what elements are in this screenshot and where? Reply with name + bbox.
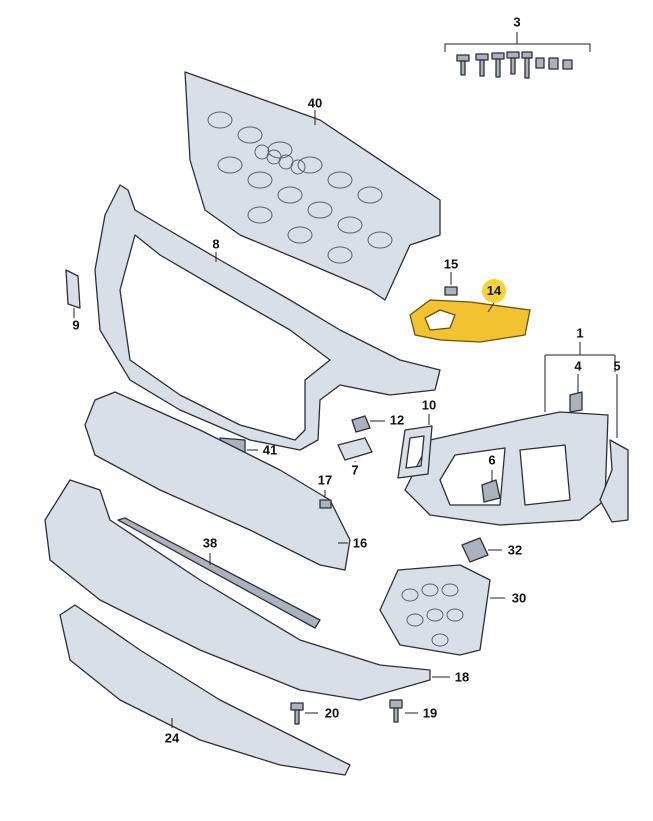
label-part-38: 38: [202, 535, 218, 551]
part-12-clip: [351, 415, 371, 433]
label-part-10: 10: [421, 397, 437, 413]
label-part-18: 18: [454, 669, 470, 685]
label-part-1: 1: [576, 325, 584, 341]
label-part-24: 24: [164, 730, 180, 746]
part-6: [481, 479, 501, 503]
part-30-fog-grille: [379, 564, 491, 656]
part-32-clip: [461, 537, 489, 563]
part-19-screw: [389, 699, 418, 723]
part-8-frame: [94, 184, 441, 451]
part-9: [65, 269, 81, 309]
label-part-16: 16: [352, 535, 368, 551]
part-38-strip: [117, 517, 321, 629]
label-part-14-highlighted: 14: [482, 279, 506, 303]
part-24-lip: [59, 604, 351, 776]
label-part-7: 7: [351, 462, 359, 478]
part-14-bracket: [409, 299, 531, 343]
part-5: [599, 439, 629, 523]
part-7-cover: [337, 437, 373, 461]
label-part-20: 20: [324, 705, 340, 721]
label-part-6: 6: [488, 452, 496, 468]
label-part-32: 32: [507, 542, 523, 558]
label-part-8: 8: [212, 236, 220, 252]
part-15-screw: [444, 272, 458, 296]
label-part-40: 40: [307, 95, 323, 111]
part-18-spoiler: [44, 479, 431, 701]
part-4: [569, 391, 583, 413]
part-20-screw: [290, 702, 318, 725]
part-40-grille: [184, 71, 441, 301]
label-part-5: 5: [613, 358, 621, 374]
part-3-fasteners: [444, 32, 591, 79]
label-part-9: 9: [72, 317, 80, 333]
label-part-4: 4: [574, 358, 582, 374]
part-1-bumper-trim: [404, 411, 609, 526]
label-part-17: 17: [317, 472, 333, 488]
label-part-3: 3: [513, 14, 521, 30]
part-10-ring: [397, 425, 433, 479]
part-17-screw: [319, 490, 332, 509]
part-16-carrier: [84, 391, 351, 571]
label-part-19: 19: [422, 705, 438, 721]
label-part-12: 12: [389, 412, 405, 428]
label-part-41: 41: [262, 442, 278, 458]
label-part-30: 30: [511, 590, 527, 606]
label-part-15: 15: [443, 256, 459, 272]
